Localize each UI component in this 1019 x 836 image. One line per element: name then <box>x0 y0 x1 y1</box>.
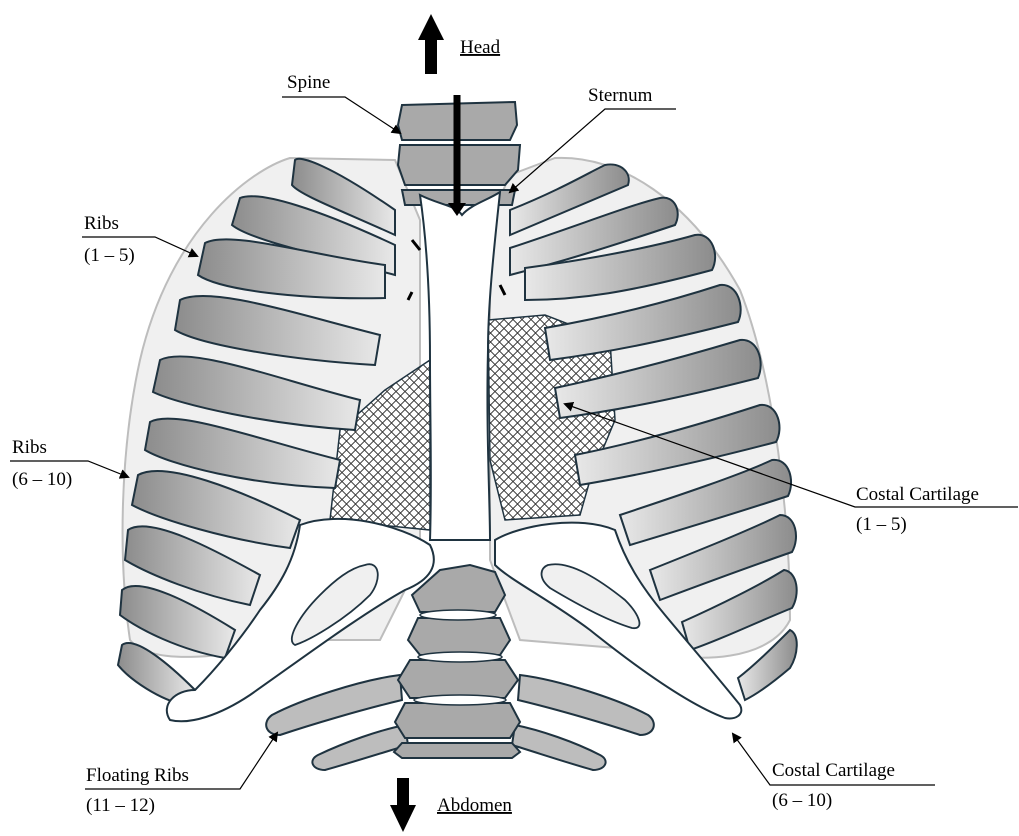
label-ribs-upper-range: (1 – 5) <box>84 245 135 266</box>
label-abdomen: Abdomen <box>437 795 512 816</box>
floating-rib-right-11 <box>518 675 654 735</box>
floating-rib-right-12 <box>512 725 606 770</box>
label-spine: Spine <box>287 72 330 93</box>
label-sternum: Sternum <box>588 85 653 106</box>
label-costal-upper-range: (1 – 5) <box>856 514 907 535</box>
leader-spine <box>282 97 400 133</box>
label-head: Head <box>460 37 501 58</box>
label-ribs-upper: Ribs <box>84 213 119 234</box>
label-costal-lower: Costal Cartilage <box>772 760 895 781</box>
label-costal-upper: Costal Cartilage <box>856 484 979 505</box>
label-floating: Floating Ribs <box>86 765 189 786</box>
floating-rib-left-12 <box>312 725 408 770</box>
sternum <box>420 192 500 540</box>
arrow-abdomen-icon <box>390 778 416 832</box>
label-ribs-mid: Ribs <box>12 437 47 458</box>
label-floating-range: (11 – 12) <box>86 795 155 816</box>
label-ribs-mid-range: (6 – 10) <box>12 469 72 490</box>
arrow-head-icon <box>418 14 444 74</box>
label-costal-lower-range: (6 – 10) <box>772 790 832 811</box>
floating-rib-left-11 <box>266 675 402 735</box>
